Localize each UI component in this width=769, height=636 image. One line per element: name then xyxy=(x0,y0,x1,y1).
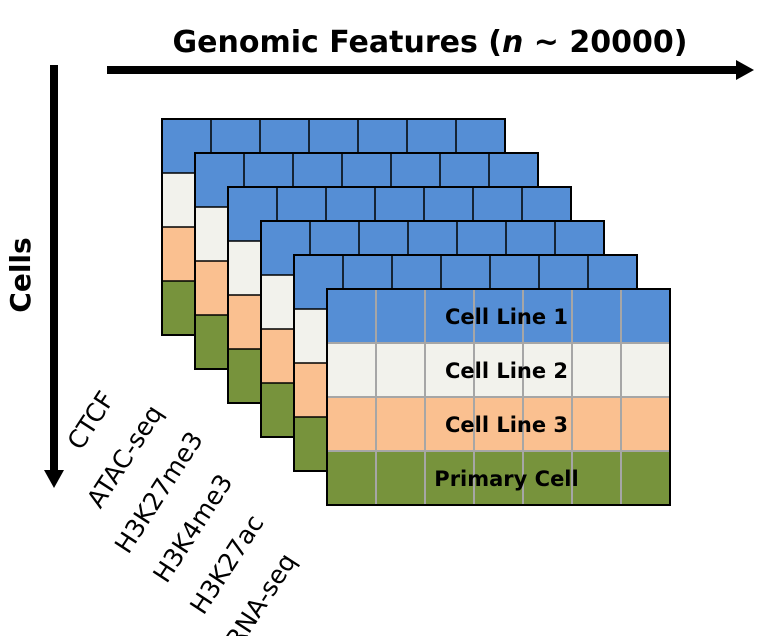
layer-6-row-4 xyxy=(327,451,670,505)
row-label-1: Cell Line 1 xyxy=(445,305,568,329)
genomic-features-arrow xyxy=(107,60,754,80)
title-variable: n xyxy=(502,25,523,60)
layer-6-row-1 xyxy=(327,289,670,343)
cells-arrow xyxy=(44,65,64,488)
row-label-2: Cell Line 2 xyxy=(445,359,568,383)
title-prefix: Genomic Features ( xyxy=(173,25,502,60)
layer-border xyxy=(326,288,671,506)
assay-layers: Cell Line 1 Cell Line 2 Cell Line 3 Primary… xyxy=(161,118,671,506)
genomic-features-title: Genomic Features (n ~ 20000) xyxy=(173,25,688,60)
assay-label-ctcf: CTCF xyxy=(62,386,121,455)
cells-axis-label: Cells xyxy=(4,237,37,312)
layer-6-row-2 xyxy=(327,343,670,397)
cells-arrow-head xyxy=(44,470,64,488)
assay-layer-6: Cell Line 1 Cell Line 2 Cell Line 3 Primary… xyxy=(326,288,671,506)
title-suffix: ~ 20000) xyxy=(523,25,687,60)
genomic-features-arrow-head xyxy=(736,60,754,80)
row-label-3: Cell Line 3 xyxy=(445,413,568,437)
layer-6-row-3 xyxy=(327,397,670,451)
row-label-4: Primary Cell xyxy=(434,467,578,491)
